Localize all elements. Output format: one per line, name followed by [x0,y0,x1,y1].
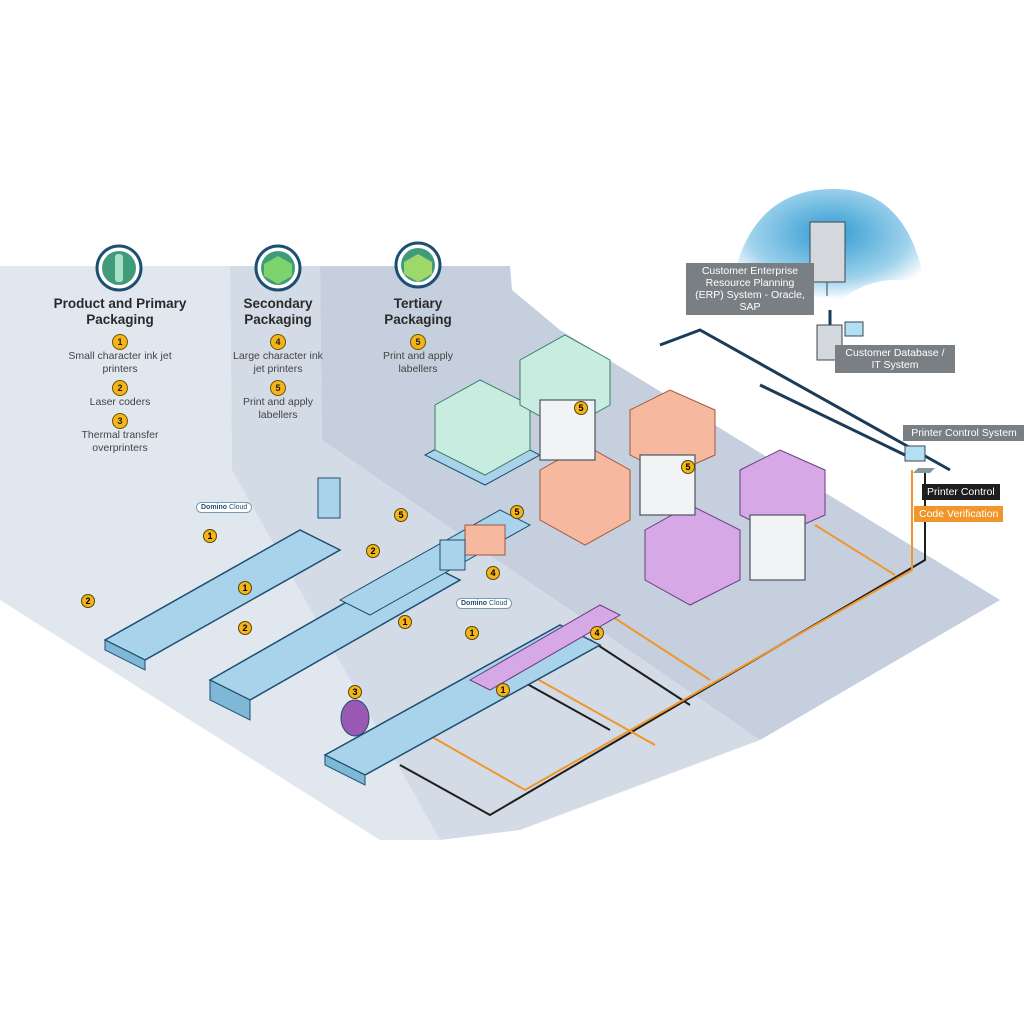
marker-5 [394,508,408,522]
domino-cloud-tag: Domino Cloud [456,598,513,609]
conveyor-primary-3 [323,604,622,786]
zone-secondary-item-1-text: Large character ink jet printers [233,350,323,375]
domino-cloud-text: Cloud [487,600,508,607]
marker-badge: 3 [112,413,128,429]
secondary-zone-icon [254,244,302,292]
pallet-bottles-1 [423,379,542,486]
pallet-orange-2 [629,389,716,476]
marker-badge: 2 [112,380,128,396]
zone-secondary-item-1: 4 Large character ink jet printers [230,334,326,376]
marker-3 [348,685,362,699]
conveyor-secondary [338,509,532,616]
marker-3-label: 3 [352,687,357,697]
primary-zone-icon [95,244,143,292]
zone-primary-item-1: 1 Small character ink jet printers [60,334,180,376]
marker-2 [366,544,380,558]
zone-primary-item-2: 2 Laser coders [60,380,180,409]
zone-primary-item-3: 3 Thermal transfer overprinters [60,413,180,455]
marker-4 [590,626,604,640]
marker-badge: 4 [270,334,286,350]
marker-2 [81,594,95,608]
marker-4-label: 4 [594,628,599,638]
pallet-purple-2 [739,449,826,536]
zone-secondary-title: Secondary Packaging [243,296,313,327]
zone-secondary-item-2: 5 Print and apply labellers [230,380,326,422]
marker-1-label: 1 [469,628,474,638]
domino-cloud-brand: Domino [461,600,488,607]
zone-primary-item-2-text: Laser coders [89,396,151,408]
marker-2-label: 2 [370,546,375,556]
marker-5-label: 5 [514,507,519,517]
zone-primary-title: Product and Primary Packaging [53,296,187,327]
marker-1 [398,615,412,629]
zone-primary-floor [0,266,440,840]
marker-badge: 1 [112,334,128,350]
marker-5 [510,505,524,519]
marker-badge: 5 [410,334,426,350]
marker-4-label: 4 [490,568,495,578]
printer-control-system-label: Printer Control System [903,425,1024,441]
marker-5-label: 5 [398,510,403,520]
marker-badge: 5 [270,380,286,396]
marker-2-label: 2 [85,596,90,606]
marker-5-label: 5 [685,462,690,472]
code-verification-lines [419,470,913,792]
marker-1 [496,683,510,697]
legend-code-verification: Code Verification [914,506,1004,522]
zone-primary-item-3-text: Thermal transfer overprinters [81,429,159,454]
database-system-label: Customer Database / IT System [835,345,955,373]
marker-1 [238,581,252,595]
zone-secondary-item-2-text: Print and apply labellers [242,396,314,421]
marker-1-label: 1 [500,685,505,695]
zone-tertiary-title: Tertiary Packaging [384,296,452,327]
domino-cloud-text: Cloud [227,504,248,511]
marker-5 [681,460,695,474]
marker-1 [465,626,479,640]
marker-4 [486,566,500,580]
zone-primary-item-1-text: Small character ink jet printers [68,350,172,375]
marker-2 [238,621,252,635]
zone-tertiary-item-1: 5 Print and apply labellers [365,334,471,376]
marker-5 [574,401,588,415]
marker-2-label: 2 [242,623,247,633]
legend-printer-control: Printer Control [922,484,1000,500]
marker-1-label: 1 [402,617,407,627]
erp-system-label: Customer Enterprise Resource Planning (E… [686,263,814,315]
marker-1 [203,529,217,543]
zone-tertiary-item-1-text: Print and apply labellers [382,350,454,375]
marker-5-label: 5 [578,403,583,413]
erp-server [809,221,846,296]
marker-layer: 1 1 1 1 1 2 2 2 3 4 4 5 5 5 5 [81,401,695,699]
zone-secondary-floor [230,266,760,840]
domino-cloud-brand: Domino [201,504,228,511]
marker-1-label: 1 [207,531,212,541]
tertiary-zone-icon [394,241,442,289]
domino-cloud-tag: Domino Cloud [196,502,253,513]
conveyor-primary-1 [103,477,342,671]
printer-control-terminal [904,445,935,473]
marker-1-label: 1 [242,583,247,593]
